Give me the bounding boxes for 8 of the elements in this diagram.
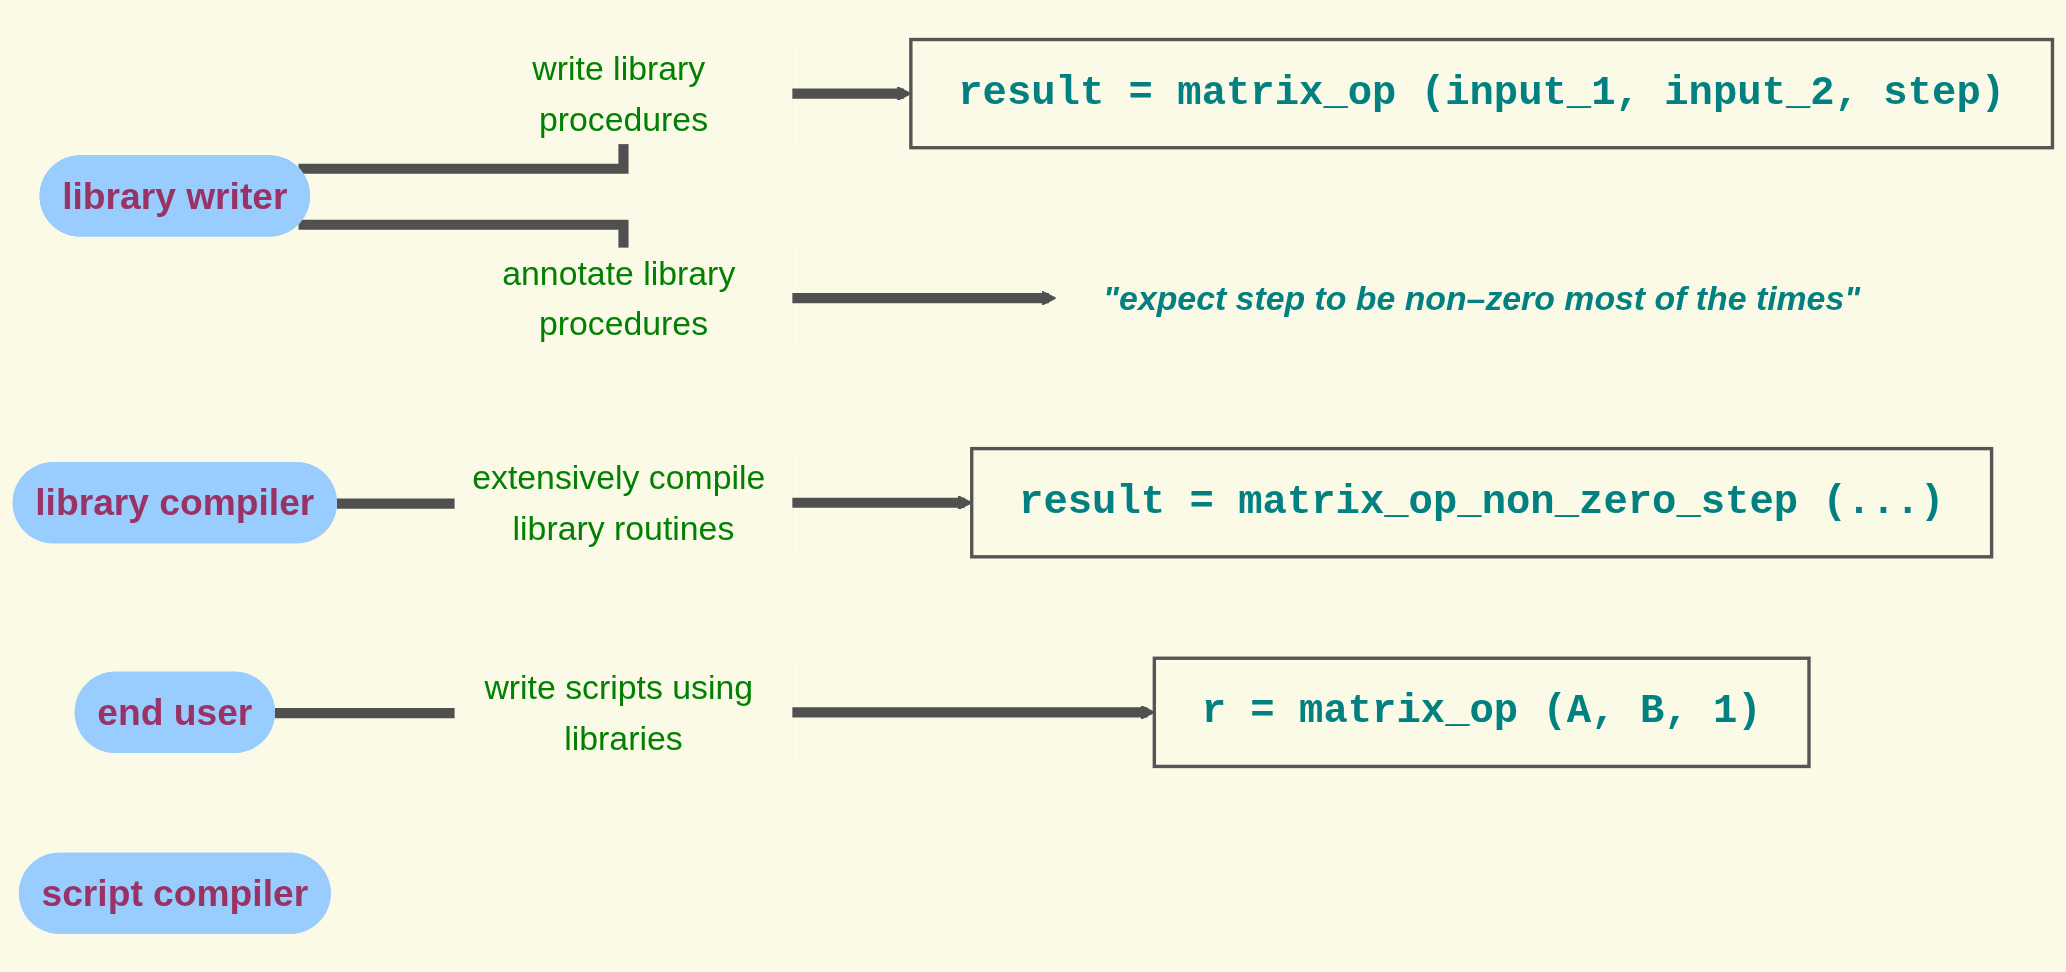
edge-label: write library procedures <box>532 49 709 138</box>
edge-label: write scripts using libraries <box>484 668 754 757</box>
node-box: result = matrix_op (input_1, input_2, step) <box>909 37 2055 150</box>
node-box: r = matrix_op (A, B, 1) <box>1152 656 1811 768</box>
edge-label: extensively compile library routines <box>472 458 766 547</box>
edge-label: annotate library procedures <box>502 253 736 342</box>
node-box: result = matrix_op_non_zero_step (...) <box>970 446 1994 559</box>
node-text: "expect step to be non–zero most of the times" <box>1103 279 1861 317</box>
